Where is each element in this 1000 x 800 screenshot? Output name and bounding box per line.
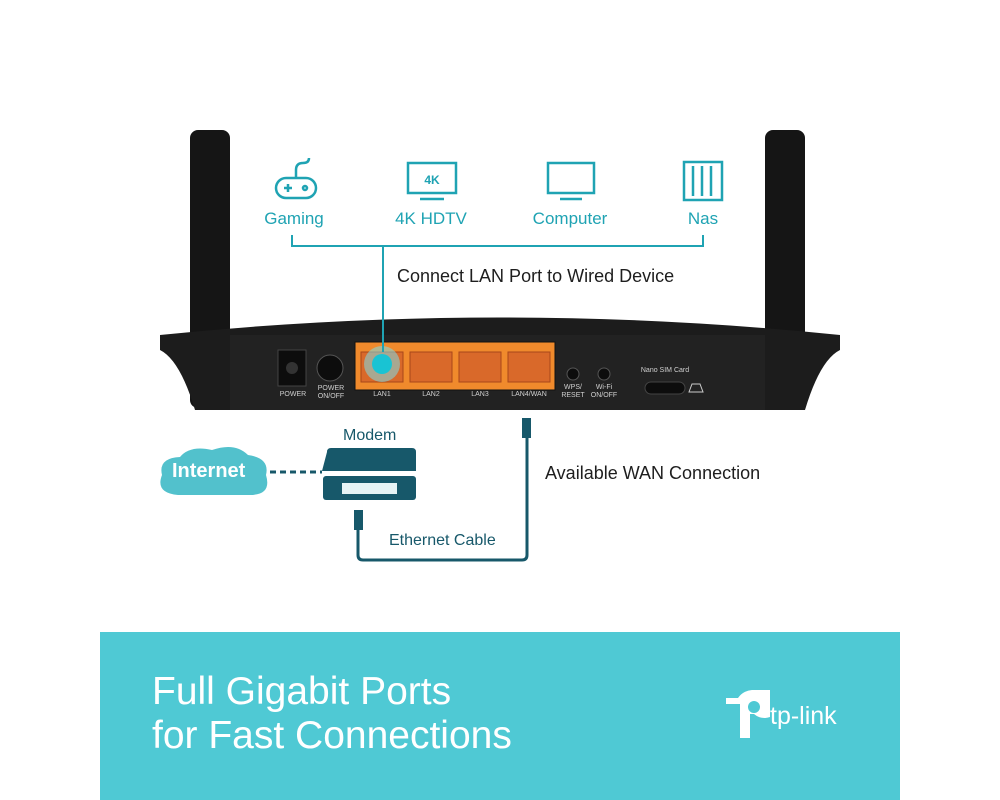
- nas-icon: [682, 160, 724, 202]
- device-label-tv: 4K HDTV: [395, 209, 467, 228]
- port-lan4: [507, 351, 551, 383]
- modem-plug: [354, 510, 363, 530]
- port-label-lan1: LAN1: [373, 391, 391, 398]
- router-diagram: 4K: [160, 130, 840, 562]
- port-lan3: [458, 351, 502, 383]
- wan-label: Available WAN Connection: [545, 463, 761, 483]
- banner-headline: Full Gigabit Ports for Fast Connections: [152, 670, 512, 758]
- monitor-icon: [546, 161, 596, 201]
- modem-icon: [322, 448, 416, 500]
- wan-plug: [522, 418, 531, 438]
- port-label-lan4wan: LAN4/WAN: [511, 391, 547, 398]
- port-lan2: [409, 351, 453, 383]
- port-label-power-onoff: POWER ON/OFF: [317, 385, 345, 400]
- tv-icon: [406, 161, 458, 201]
- wifi-button: [597, 367, 611, 381]
- device-label-gaming: Gaming: [264, 209, 324, 228]
- sim-label: Nano SIM Card: [640, 367, 690, 374]
- feature-banner: Full Gigabit Ports for Fast Connections …: [100, 632, 900, 800]
- eject-icon: [688, 383, 704, 393]
- port-label-lan3: LAN3: [471, 391, 489, 398]
- cable-label: Ethernet Cable: [389, 532, 496, 549]
- device-label-computer: Computer: [532, 209, 608, 228]
- internet-cloud: [160, 446, 268, 495]
- wps-button: [566, 367, 580, 381]
- tv-4k-badge: 4K: [424, 173, 440, 187]
- power-button: [316, 354, 344, 382]
- internet-label: Internet: [172, 460, 246, 482]
- ethernet-cable: [356, 432, 529, 562]
- port-label-wifi: Wi-Fi ON/OFF: [590, 384, 618, 399]
- brand-name: tp-link: [770, 702, 837, 730]
- tplink-logo-icon: [726, 690, 770, 738]
- gamepad-icon: [274, 157, 318, 200]
- headline-line1: Full Gigabit Ports: [152, 670, 452, 713]
- port-label-power: POWER: [279, 391, 307, 398]
- modem-label: Modem: [343, 427, 397, 444]
- connect-caption: Connect LAN Port to Wired Device: [397, 266, 675, 286]
- headline-line2: for Fast Connections: [152, 714, 512, 757]
- port-label-wps: WPS/ RESET: [561, 384, 585, 399]
- port-label-lan2: LAN2: [422, 391, 440, 398]
- sim-slot: [644, 381, 686, 395]
- device-bracket: [291, 235, 704, 352]
- lan1-highlight: [372, 354, 392, 374]
- device-label-nas: Nas: [687, 209, 719, 228]
